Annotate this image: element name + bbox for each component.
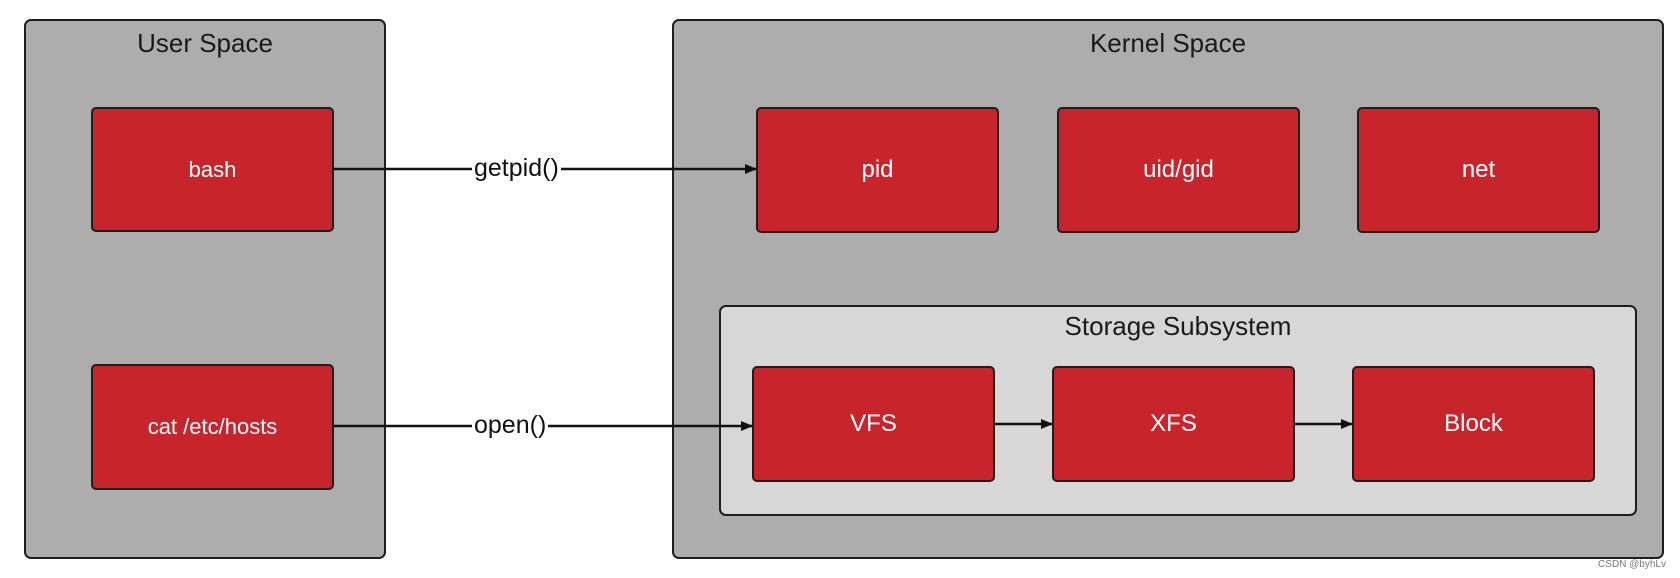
storage-subsystem-title: Storage Subsystem: [1064, 311, 1292, 341]
call-label-open: open(): [472, 411, 549, 439]
kernel-component-pid: pid: [756, 107, 999, 233]
kernel-component-net: net: [1357, 107, 1600, 233]
process-bash: bash: [91, 107, 334, 232]
user-space-title: User Space: [137, 28, 273, 58]
process-cat-etc-hosts: cat /etc/hosts: [91, 364, 334, 490]
watermark: CSDN @byhLv: [1598, 559, 1666, 570]
storage-layer-block: Block: [1352, 366, 1595, 482]
call-label-getpid: getpid(): [472, 154, 561, 182]
kernel-space-title: Kernel Space: [1089, 28, 1247, 58]
storage-layer-xfs: XFS: [1052, 366, 1295, 482]
storage-layer-vfs: VFS: [752, 366, 995, 482]
kernel-component-uid-gid: uid/gid: [1057, 107, 1300, 233]
